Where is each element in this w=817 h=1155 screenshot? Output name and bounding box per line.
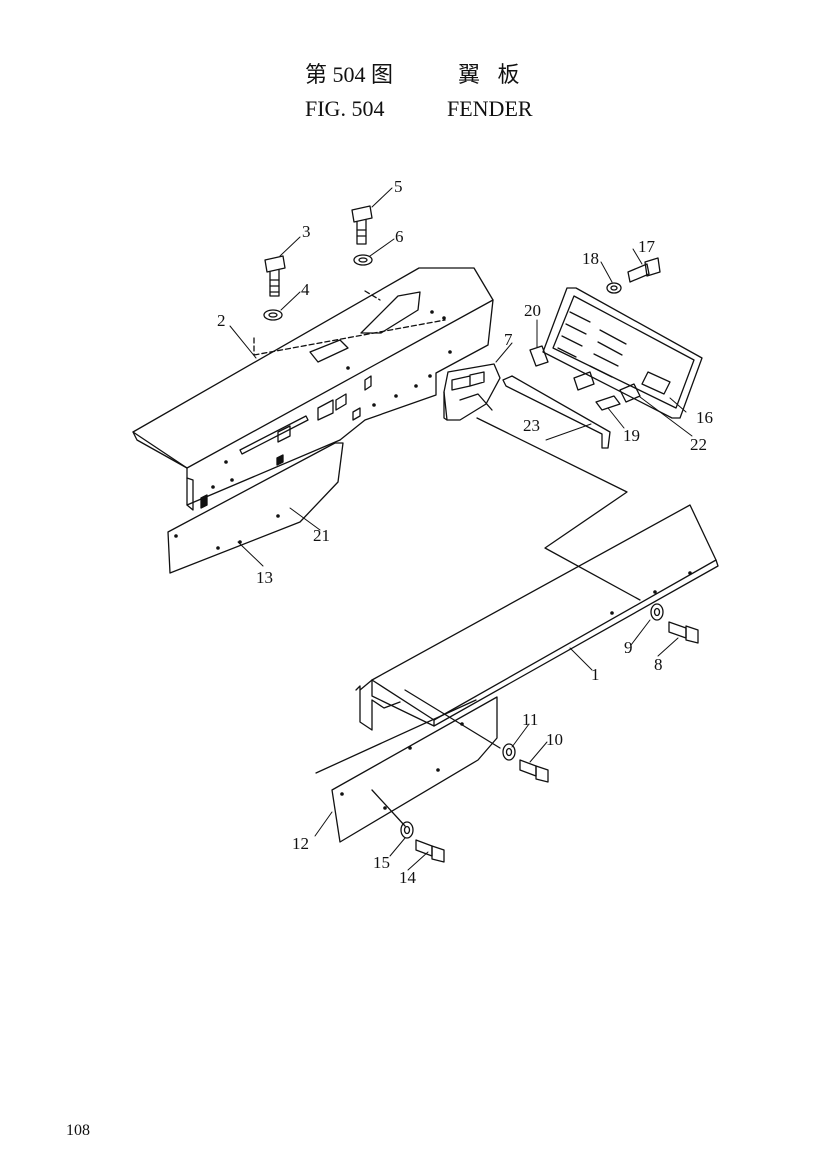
callout-5: 5 [394,177,403,196]
cover-plate-part-13 [167,442,344,574]
callout-8: 8 [654,655,663,674]
washer-part-18 [606,282,622,294]
washer-part-4 [263,309,283,321]
bolt-part-10 [519,759,549,783]
callout-2: 2 [217,311,226,330]
figure-name-chinese: 翼 板 [458,62,526,87]
callout-4: 4 [301,280,310,299]
bolt-part-14 [415,839,445,863]
callout-16: 16 [696,408,713,427]
callout-23: 23 [523,416,540,435]
bolt-part-8 [668,621,699,644]
lower-fender-part-1 [355,504,719,731]
figure-name-english: FENDER [447,96,533,121]
bolt-part-3 [264,255,286,297]
callout-10: 10 [546,730,563,749]
washer-part-11 [502,743,516,761]
step-plate-part-16 [542,287,703,419]
callout-20: 20 [524,301,541,320]
callout-17: 17 [638,237,656,256]
callout-11: 11 [522,710,538,729]
figure-number-english: FIG. 504 [305,96,385,121]
washer-part-9 [650,603,664,621]
callout-15: 15 [373,853,390,872]
bolt-part-17 [627,257,661,283]
assembly-lines [371,417,641,827]
washer-part-15 [400,821,414,839]
page-number: 108 [66,1122,90,1139]
figure-number-chinese: 第 504 图 [305,62,394,87]
bar-part-23 [502,375,611,449]
callout-19: 19 [623,426,640,445]
callout-labels: 1 2 3 4 5 6 7 8 9 10 11 12 13 14 15 16 1… [217,177,713,887]
callout-22: 22 [690,435,707,454]
callout-3: 3 [302,222,311,241]
hinge-part-22 [619,383,641,403]
callout-12: 12 [292,834,309,853]
callout-7: 7 [504,330,513,349]
upper-fender-part-2 [132,267,494,511]
callout-14: 14 [399,868,417,887]
bolt-part-5 [351,205,373,245]
leader-lines [229,187,693,871]
cover-plate-part-12 [315,696,498,843]
bracket-part-7 [443,363,501,421]
callout-18: 18 [582,249,599,268]
washer-part-6 [353,254,373,266]
callout-21: 21 [313,526,330,545]
bracket-part-20 [529,345,549,367]
callout-6: 6 [395,227,404,246]
clip-part-19 [573,371,621,411]
callout-9: 9 [624,638,633,657]
callout-13: 13 [256,568,273,587]
callout-1: 1 [591,665,600,684]
